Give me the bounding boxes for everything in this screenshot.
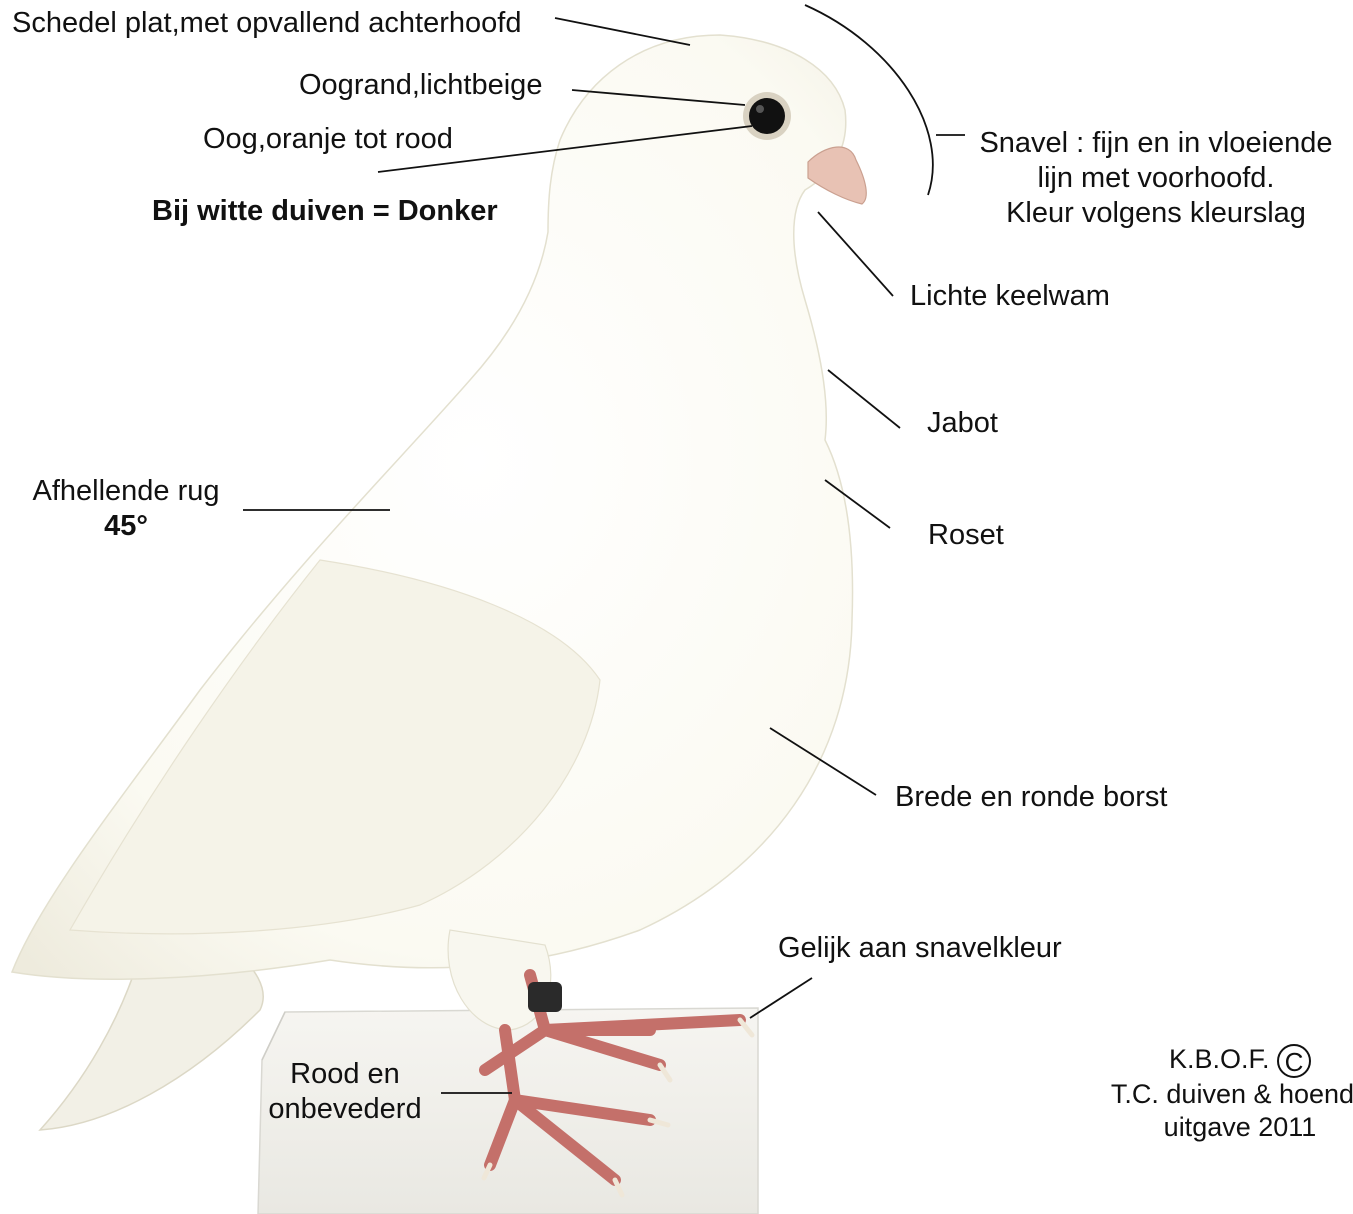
leader-dewlap bbox=[818, 212, 893, 296]
credit-block: K.B.O.F. C T.C. duiven & hoende uitgave … bbox=[1090, 1043, 1353, 1144]
label-beak-line-2: lijn met voorhoofd. bbox=[968, 161, 1344, 196]
leg-ring bbox=[528, 982, 562, 1012]
copyright-circle-icon: C bbox=[1277, 1044, 1311, 1078]
label-skull: Schedel plat,met opvallend achterhoofd bbox=[12, 6, 521, 41]
label-eye: Oog,oranje tot rood bbox=[203, 122, 453, 157]
eye-highlight bbox=[756, 105, 764, 113]
leader-jabot bbox=[828, 370, 900, 428]
credit-line-3: uitgave 2011 bbox=[1090, 1111, 1353, 1144]
label-back: Afhellende rug 45° bbox=[20, 474, 232, 544]
label-back-angle: 45° bbox=[20, 509, 232, 544]
label-legs-line-1: Rood en bbox=[250, 1057, 440, 1092]
label-beak-line-1: Snavel : fijn en in vloeiende bbox=[968, 126, 1344, 161]
label-claws: Gelijk aan snavelkleur bbox=[778, 931, 1062, 966]
label-back-line-1: Afhellende rug bbox=[20, 474, 232, 509]
label-breast: Brede en ronde borst bbox=[895, 780, 1167, 815]
label-eye-white-note: Bij witte duiven = Donker bbox=[152, 194, 498, 229]
label-beak: Snavel : fijn en in vloeiende lijn met v… bbox=[968, 126, 1344, 231]
credit-org: K.B.O.F. bbox=[1169, 1044, 1270, 1074]
pigeon-eye bbox=[749, 98, 785, 134]
label-eye-rim: Oogrand,lichtbeige bbox=[299, 68, 542, 103]
label-rosette: Roset bbox=[928, 518, 1004, 553]
label-beak-line-3: Kleur volgens kleurslag bbox=[968, 196, 1344, 231]
pigeon-beak bbox=[808, 147, 866, 204]
credit-line-2: T.C. duiven & hoende bbox=[1090, 1078, 1353, 1111]
label-legs: Rood en onbevederd bbox=[250, 1057, 440, 1127]
leader-skull bbox=[555, 18, 690, 45]
credit-line-1: K.B.O.F. C bbox=[1090, 1043, 1353, 1078]
leader-claws bbox=[750, 978, 812, 1018]
label-dewlap: Lichte keelwam bbox=[910, 279, 1110, 314]
label-legs-line-2: onbevederd bbox=[250, 1092, 440, 1127]
label-jabot: Jabot bbox=[927, 406, 998, 441]
